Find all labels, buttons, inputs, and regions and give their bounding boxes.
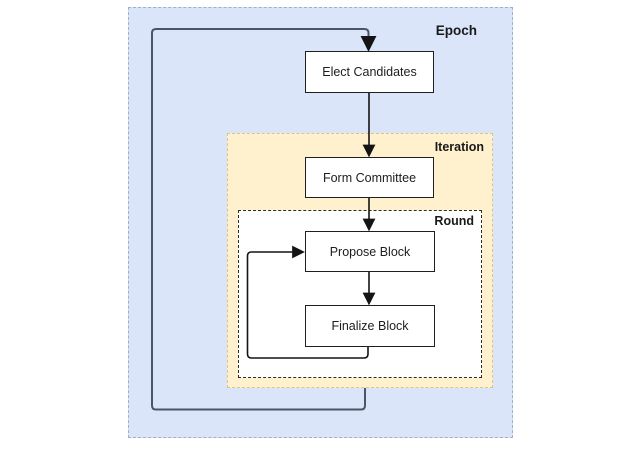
container-epoch-label: Epoch — [435, 23, 477, 38]
node-elect-candidates-label: Elect Candidates — [322, 65, 417, 79]
container-iteration-label: Iteration — [434, 140, 484, 154]
node-form-committee-label: Form Committee — [322, 170, 417, 185]
node-finalize-block-label: Finalize Block — [331, 319, 409, 333]
container-round-label: Round — [434, 214, 474, 228]
node-elect-candidates: Elect Candidates — [305, 51, 434, 93]
node-propose-block-label: Propose Block — [329, 244, 411, 259]
node-propose-block: Propose Block — [305, 231, 435, 272]
node-form-committee: Form Committee — [305, 157, 434, 198]
node-finalize-block: Finalize Block — [305, 305, 435, 347]
